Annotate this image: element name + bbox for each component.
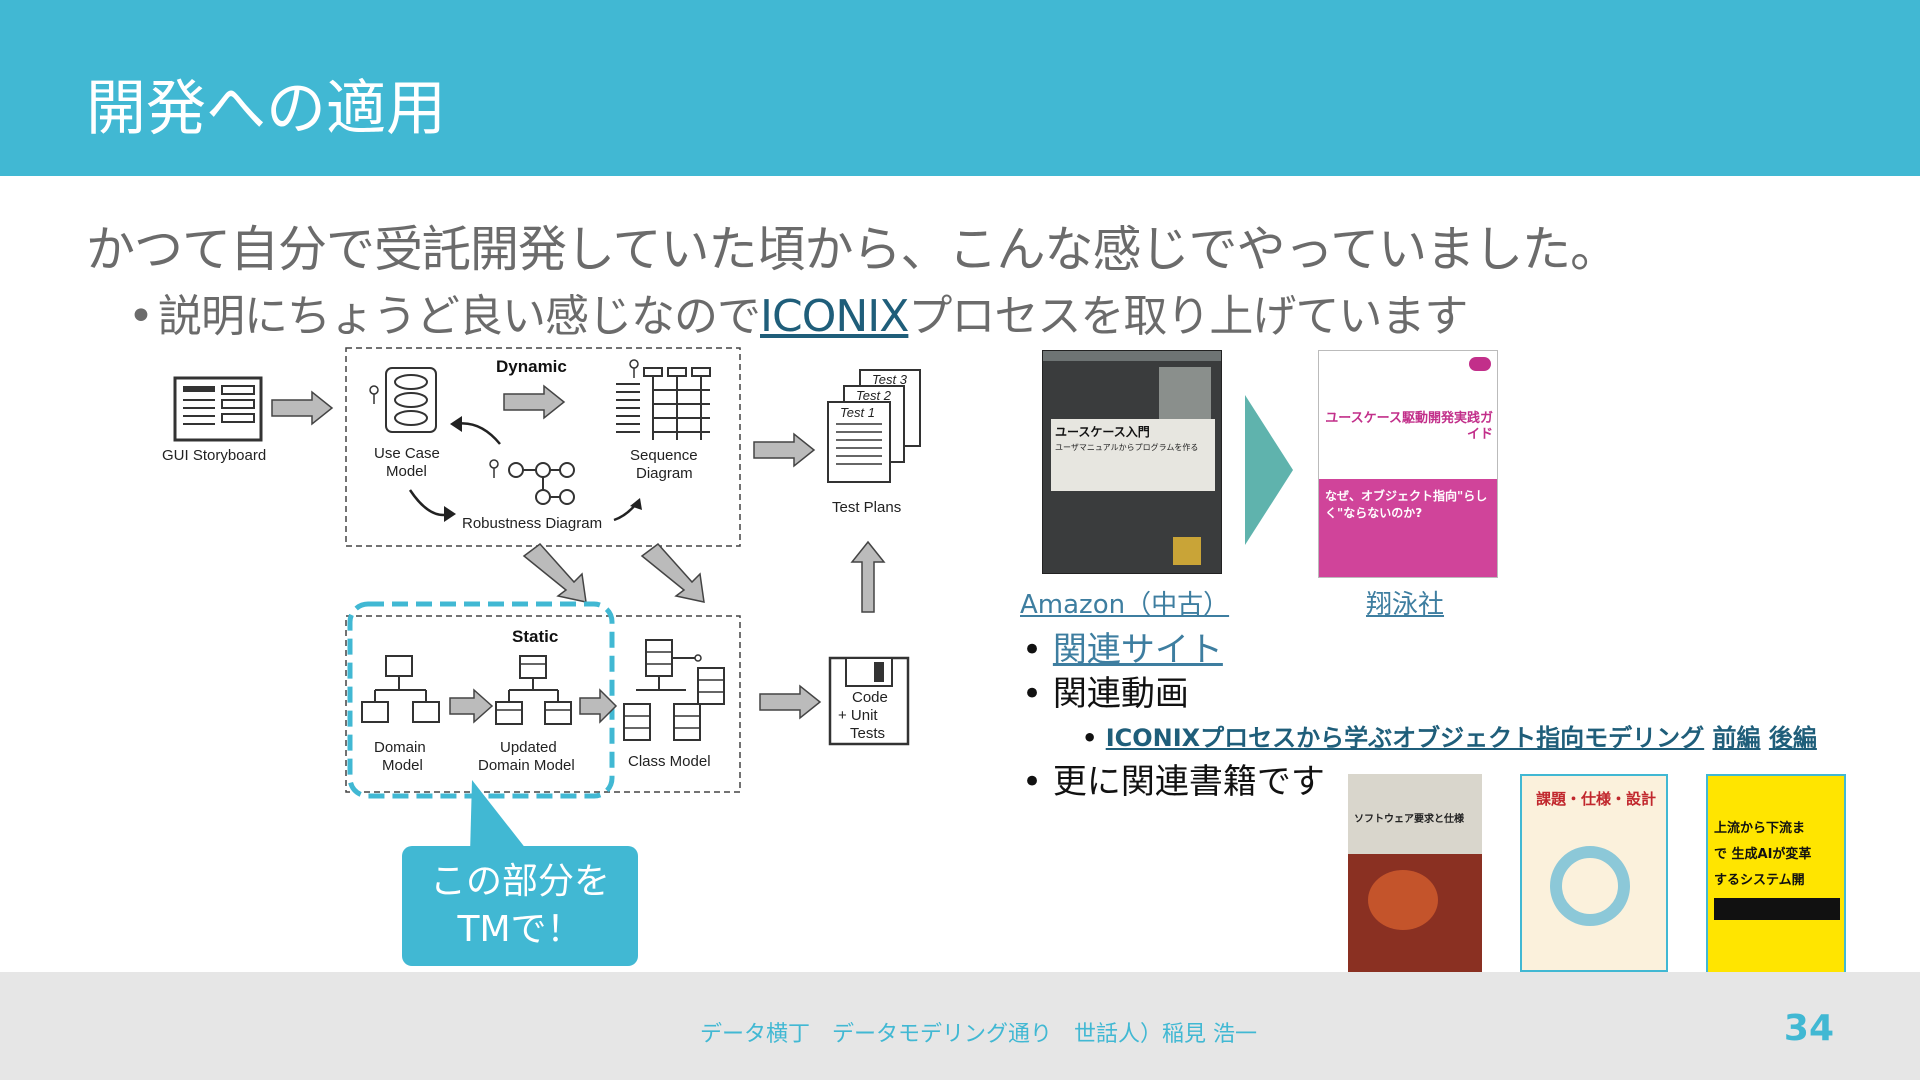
flow-arrow <box>850 540 886 613</box>
slide-header: 開発への適用 <box>0 0 1920 176</box>
class-model-label: Class Model <box>628 753 711 770</box>
static-box <box>345 615 741 793</box>
gui-storyboard-icon <box>173 376 263 442</box>
static-label: Static <box>512 627 558 646</box>
domain-model-icon <box>361 655 440 723</box>
book3-title: ソフトウェア要求と仕様 <box>1354 814 1464 825</box>
bullet-text-before: 説明にちょうど良い感じなので <box>158 291 761 342</box>
test1-label: Test 1 <box>840 405 875 420</box>
unit-label: + Unit <box>838 707 878 724</box>
callout-line1: この部分を <box>429 861 610 902</box>
gui-storyboard-label: GUI Storyboard <box>162 447 266 464</box>
book4-title: 課題・仕様・設計 <box>1535 790 1656 808</box>
test2-label: Test 2 <box>856 388 892 403</box>
sequence-label-1: Sequence <box>630 447 698 464</box>
class-model-icon <box>623 639 725 741</box>
dynamic-box <box>345 347 741 547</box>
chevron-right-icon <box>1245 395 1293 545</box>
domain-label-2: Model <box>382 757 423 774</box>
list-item-related-video: • 関連動画 <box>1022 674 1189 714</box>
curve-arrow <box>455 422 501 445</box>
book2-title: ユースケース駆動開発実践ガイド <box>1325 411 1493 442</box>
use-case-label-2: Model <box>386 463 427 480</box>
amazon-caption[interactable]: Amazon（中古） <box>1020 584 1229 621</box>
tm-highlight-box <box>347 601 615 799</box>
use-case-label-1: Use Case <box>374 445 440 462</box>
use-case-model-icon <box>369 367 437 433</box>
code-label: Code <box>852 689 888 706</box>
flow-arrow <box>579 688 618 724</box>
related-site-link[interactable]: 関連サイト <box>1052 630 1223 670</box>
book2-tagline: なぜ、オブジェクト指向"らしく"ならないのか? <box>1325 489 1488 520</box>
related-books-label: 更に関連書籍です <box>1052 762 1325 802</box>
flow-arrow <box>271 390 334 426</box>
flow-arrow <box>640 542 705 603</box>
book1-subtitle: ユーザマニュアルからプログラムを作る <box>1055 443 1199 452</box>
domain-label-1: Domain <box>374 739 426 756</box>
iconix-diagram: GUI Storyboard Dynamic Use Case Model Ro… <box>162 347 921 799</box>
robustness-diagram-icon <box>489 459 575 505</box>
amazon-link[interactable]: Amazon（中古） <box>1020 590 1230 620</box>
updated-label-2: Domain Model <box>478 757 575 774</box>
page-number: 34 <box>1783 1008 1834 1049</box>
callout-tail <box>470 780 530 854</box>
list-item-related-books: • 更に関連書籍です <box>1022 762 1325 802</box>
video-title-link[interactable]: ICONIXプロセスから学ぶオブジェクト指向モデリング <box>1105 724 1705 752</box>
shoeisha-caption[interactable]: 翔泳社 <box>1366 584 1444 621</box>
test-plans-label: Test Plans <box>832 499 901 516</box>
flow-arrow <box>759 684 822 720</box>
bullet-dot: • <box>128 291 154 342</box>
dynamic-label: Dynamic <box>496 357 567 376</box>
tests-label: Tests <box>850 725 885 742</box>
shoeisha-link[interactable]: 翔泳社 <box>1366 590 1445 620</box>
updated-domain-model-icon <box>495 655 572 725</box>
video-part1-link[interactable]: 前編 <box>1712 724 1761 752</box>
book-cover-usecase-driven[interactable]: ユースケース駆動開発実践ガイド なぜ、オブジェクト指向"らしく"ならないのか? <box>1318 350 1498 578</box>
flow-arrow <box>449 688 494 724</box>
test-plans-icon <box>827 369 921 483</box>
iconix-link[interactable]: ICONIX <box>760 291 909 342</box>
related-video-label: 関連動画 <box>1052 674 1189 714</box>
robustness-label: Robustness Diagram <box>462 515 602 532</box>
lead-text: かつて自分で受託開発していた頃から、こんな感じでやっていました。 <box>86 221 1619 278</box>
bullet-iconix: •説明にちょうど良い感じなのでICONIXプロセスを取り上げています <box>128 280 1468 344</box>
floppy-disk-icon <box>828 656 910 746</box>
sequence-diagram-icon <box>616 359 711 440</box>
tm-callout: この部分を TMで！ <box>402 846 638 966</box>
slide-title: 開発への適用 <box>86 74 446 144</box>
video-part2-link[interactable]: 後編 <box>1768 724 1817 752</box>
list-item-related-site: • 関連サイト <box>1022 630 1223 670</box>
updated-label-1: Updated <box>500 739 557 756</box>
book-cover-problem-spec-design[interactable]: 課題・仕様・設計 <box>1520 774 1668 972</box>
callout-line2: TMで！ <box>457 909 583 950</box>
list-subitem-video-links: • ICONIXプロセスから学ぶオブジェクト指向モデリング 前編 後編 <box>1082 724 1817 752</box>
related-list: • 関連サイト • 関連動画 • ICONIXプロセスから学ぶオブジェクト指向モ… <box>1022 628 1817 804</box>
sequence-label-2: Diagram <box>636 465 693 482</box>
bullet-text-after: プロセスを取り上げています <box>908 291 1468 342</box>
flow-arrow <box>753 432 816 468</box>
test3-label: Test 3 <box>872 372 908 387</box>
book1-title: ユースケース入門 <box>1055 425 1150 439</box>
flow-arrow <box>522 542 587 603</box>
book-cover-genai-system-dev[interactable]: 上流から下流まで 生成AIが変革するシステム開発 <box>1706 774 1846 974</box>
flow-arrow <box>503 384 566 420</box>
book-cover-software-requirements[interactable]: ソフトウェア要求と仕様 <box>1348 774 1482 974</box>
book-cover-usecase-intro[interactable]: ユースケース入門 ユーザマニュアルからプログラムを作る <box>1042 350 1222 574</box>
slide-footer: データ横丁 データモデリング通り 世話人）稲見 浩一 34 <box>0 972 1920 1080</box>
footer-author: データ横丁 データモデリング通り 世話人）稲見 浩一 <box>700 1022 1257 1047</box>
